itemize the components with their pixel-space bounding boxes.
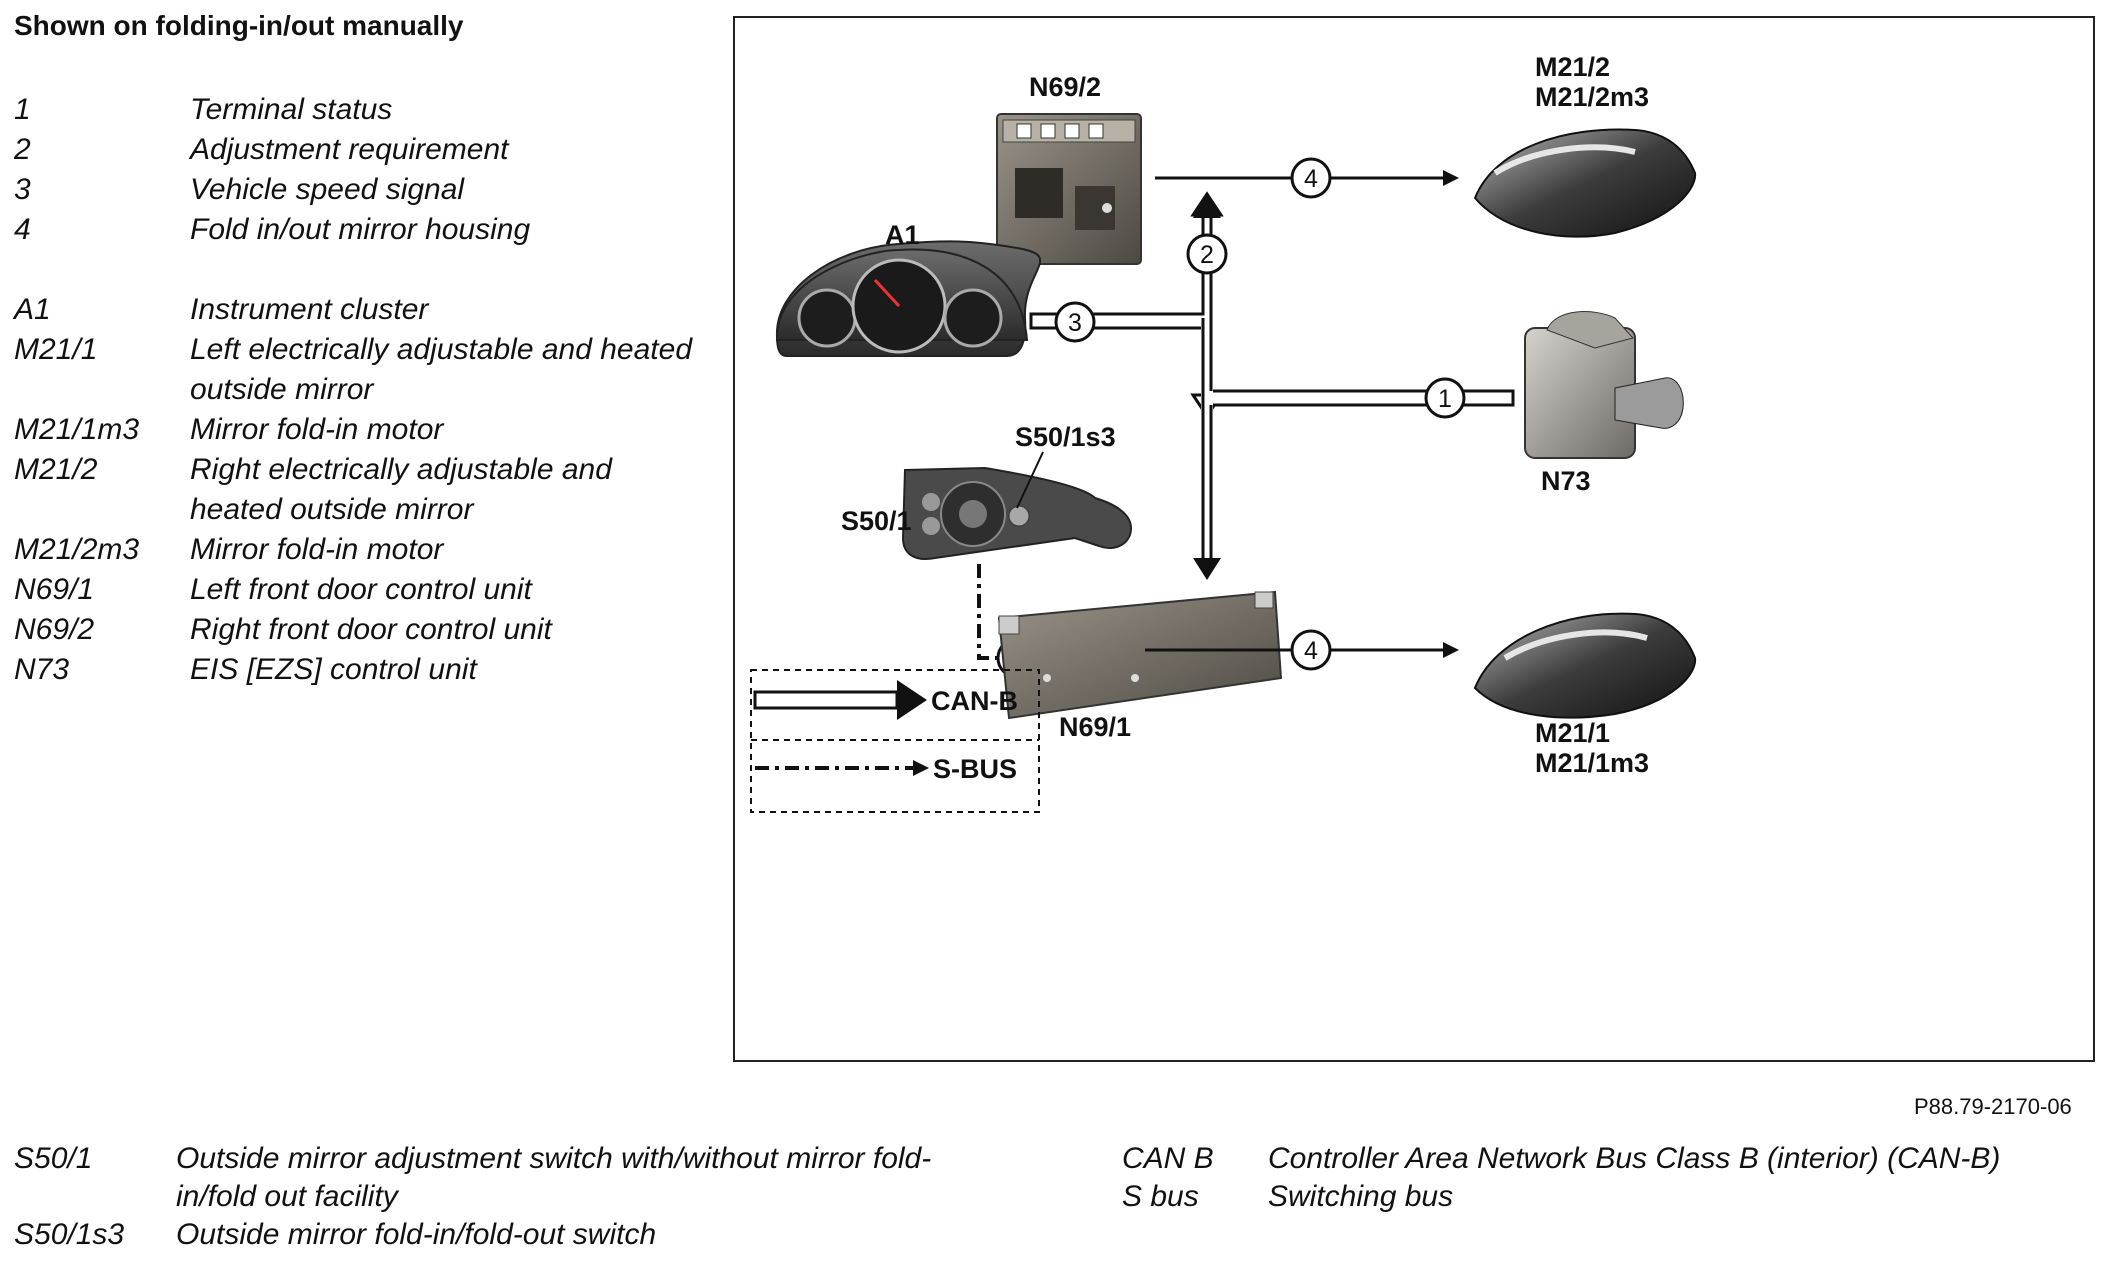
legend-code: CAN B bbox=[1122, 1142, 1214, 1175]
arrowhead bbox=[1443, 170, 1459, 186]
legend-spacer bbox=[14, 250, 710, 290]
marker-number: 2 bbox=[1200, 241, 1214, 269]
marker-circle bbox=[1424, 377, 1466, 419]
marker-circle bbox=[1290, 629, 1332, 671]
instrument-cluster-icon bbox=[775, 240, 1041, 357]
n69-2-label: N69/2 bbox=[1029, 72, 1101, 102]
marker-circle bbox=[1054, 301, 1096, 343]
legend-row: N69/1 Left front door control unit bbox=[14, 570, 710, 610]
legend-code: 1 bbox=[14, 93, 31, 126]
legend-bottom-left: S50/1 Outside mirror adjustment switch wi… bbox=[14, 1140, 936, 1254]
fold-switch bbox=[1008, 505, 1030, 527]
legend-desc: Right electrically adjustable and heated… bbox=[190, 453, 612, 526]
legend-row: 1 Terminal status bbox=[14, 90, 710, 130]
m21-2m3-label: M21/2m3 bbox=[1535, 82, 1649, 112]
figure-id: P88.79-2170-06 bbox=[1914, 1094, 2072, 1119]
legend-desc: Terminal status bbox=[190, 93, 393, 126]
n69-1-control-unit-icon bbox=[997, 590, 1283, 720]
legend-desc: EIS [EZS] control unit bbox=[190, 653, 477, 686]
legend-bottom-right: CAN B Controller Area Network Bus Class B… bbox=[1122, 1140, 2088, 1216]
callout-line bbox=[1016, 451, 1044, 509]
legend-desc: Instrument cluster bbox=[190, 293, 429, 326]
marker-number: 4 bbox=[1304, 165, 1318, 193]
key-s-bus-label: S-BUS bbox=[933, 754, 1017, 784]
n73-label: N73 bbox=[1541, 466, 1591, 496]
key-can-b-label: CAN-B bbox=[931, 686, 1018, 716]
legend-code: 2 bbox=[14, 133, 31, 166]
legend-row: M21/2m3 Mirror fold-in motor bbox=[14, 530, 710, 570]
legend-row: CAN B Controller Area Network Bus Class B… bbox=[1122, 1140, 2088, 1178]
a1-label: A1 bbox=[885, 220, 920, 250]
marker-circle bbox=[1186, 233, 1228, 275]
legend-code: M21/2m3 bbox=[14, 533, 140, 566]
n69-2-control-unit-icon bbox=[996, 113, 1142, 265]
legend-desc: Left electrically adjustable and heated … bbox=[190, 333, 693, 406]
legend-row: M21/1m3 Mirror fold-in motor bbox=[14, 410, 710, 450]
legend-desc: Outside mirror fold-in/fold-out switch bbox=[176, 1218, 657, 1251]
legend-desc: Mirror fold-in motor bbox=[190, 413, 444, 446]
diagram-canvas: N69/2 4 M21/2 M21/2m3 A1 bbox=[750, 52, 1697, 813]
page-heading: Shown on folding-in/out manually bbox=[14, 10, 464, 41]
can-b-bus bbox=[1029, 191, 1515, 598]
left-mirror-icon bbox=[1473, 612, 1697, 719]
legend-code: S50/1s3 bbox=[14, 1218, 125, 1251]
m21-1-label: M21/1 bbox=[1535, 718, 1610, 748]
arrowhead bbox=[1443, 642, 1459, 658]
s50-1-label: S50/1 bbox=[841, 506, 912, 536]
diagram-key: CAN-B S-BUS bbox=[750, 669, 1040, 813]
legend-row: 3 Vehicle speed signal bbox=[14, 170, 710, 210]
n69-1-label: N69/1 bbox=[1059, 712, 1131, 742]
legend-row: S bus Switching bus bbox=[1122, 1178, 2088, 1216]
legend-code: M21/1m3 bbox=[14, 413, 140, 446]
legend-desc: Outside mirror adjustment switch with/wi… bbox=[176, 1142, 932, 1213]
legend-desc: Adjustment requirement bbox=[190, 133, 509, 166]
eis-control-unit-icon bbox=[1524, 311, 1684, 459]
legend-row: A1 Instrument cluster bbox=[14, 290, 710, 330]
marker-number: 1 bbox=[1438, 385, 1452, 413]
legend-desc: Left front door control unit bbox=[190, 573, 532, 606]
m21-2-label: M21/2 bbox=[1535, 52, 1610, 82]
legend-row: N73 EIS [EZS] control unit bbox=[14, 650, 710, 690]
legend-code: S50/1 bbox=[14, 1142, 93, 1175]
legend-desc: Switching bus bbox=[1268, 1180, 1454, 1213]
marker-circle bbox=[1290, 157, 1332, 199]
marker-number: 4 bbox=[1304, 637, 1318, 665]
wiring-diagram: N69/2 4 M21/2 M21/2m3 A1 bbox=[733, 16, 2095, 1062]
legend-code: 4 bbox=[14, 213, 31, 246]
s50-1s3-label: S50/1s3 bbox=[1015, 422, 1116, 452]
legend-code: N69/1 bbox=[14, 573, 95, 606]
mirror-switch-icon bbox=[901, 466, 1133, 560]
legend-desc: Mirror fold-in motor bbox=[190, 533, 444, 566]
legend-top: 1 Terminal status 2 Adjustment requirement… bbox=[14, 90, 710, 690]
legend-row: M21/2 Right electrically adjustable and h… bbox=[14, 450, 710, 530]
legend-code: 3 bbox=[14, 173, 31, 206]
legend-row: S50/1s3 Outside mirror fold-in/fold-out s… bbox=[14, 1216, 936, 1254]
legend-code: M21/1 bbox=[14, 333, 98, 366]
legend-row: 4 Fold in/out mirror housing bbox=[14, 210, 710, 250]
legend-code: M21/2 bbox=[14, 453, 98, 486]
legend-row: M21/1 Left electrically adjustable and he… bbox=[14, 330, 710, 410]
legend-code: N69/2 bbox=[14, 613, 95, 646]
legend-row: S50/1 Outside mirror adjustment switch wi… bbox=[14, 1140, 936, 1216]
legend-row: 2 Adjustment requirement bbox=[14, 130, 710, 170]
legend-desc: Vehicle speed signal bbox=[190, 173, 465, 206]
m21-1m3-label: M21/1m3 bbox=[1535, 748, 1649, 778]
legend-code: A1 bbox=[14, 293, 51, 326]
legend-row: N69/2 Right front door control unit bbox=[14, 610, 710, 650]
legend-code: S bus bbox=[1122, 1180, 1199, 1213]
legend-desc: Right front door control unit bbox=[190, 613, 552, 646]
legend-code: N73 bbox=[14, 653, 70, 686]
legend-desc: Fold in/out mirror housing bbox=[190, 213, 531, 246]
right-mirror-icon bbox=[1473, 128, 1697, 238]
marker-number: 3 bbox=[1068, 309, 1082, 337]
legend-desc: Controller Area Network Bus Class B (int… bbox=[1268, 1142, 2001, 1175]
